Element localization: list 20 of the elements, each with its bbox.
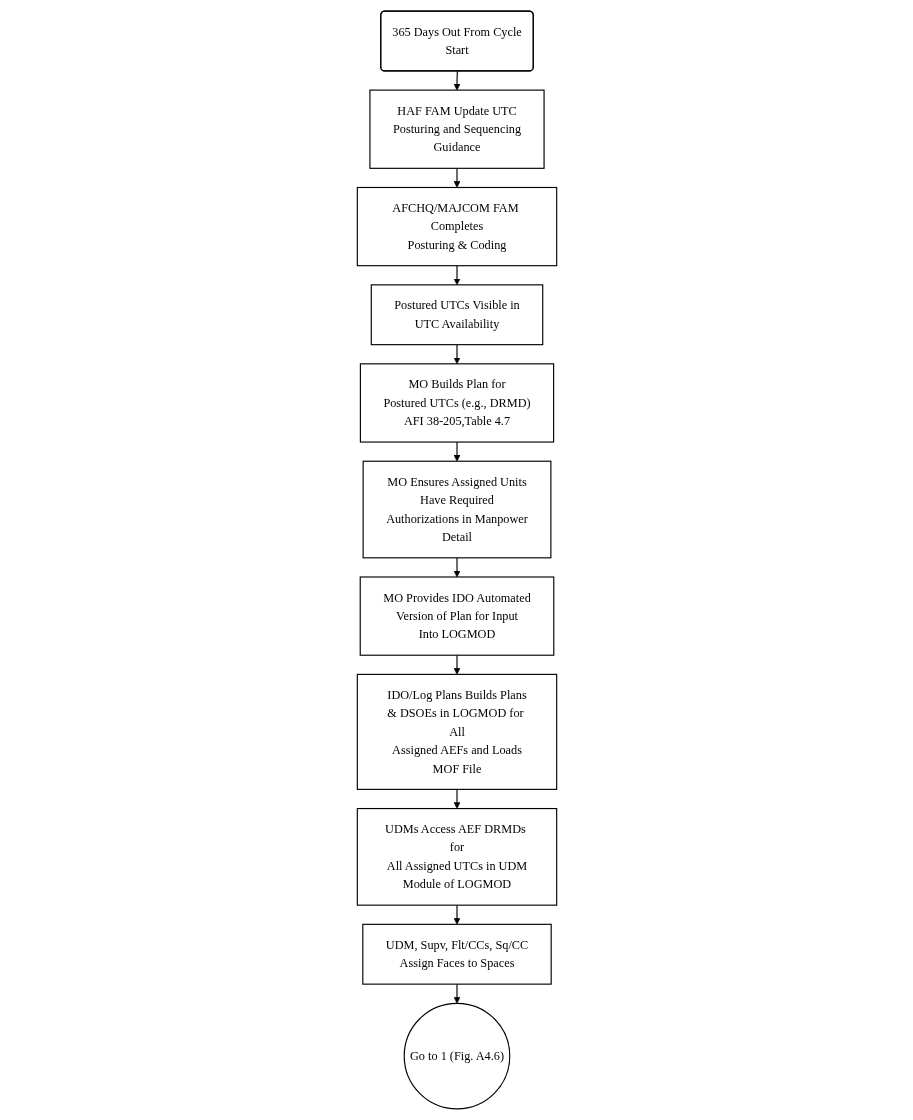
node-box: MO Provides IDO Automated Version of Plan for Input Into LOGMOD: [359, 576, 554, 656]
arrow: [453, 788, 460, 809]
arrow: [453, 441, 460, 462]
node-box: Postured UTCs Visible in UTC Availability: [370, 284, 543, 346]
node-box: HAF FAM Update UTC Posturing and Sequencing Guidance: [368, 89, 545, 169]
node-box: AFCHQ/MAJCOM FAM Completes Posturing & Coding: [356, 186, 557, 267]
arrow: [453, 344, 460, 365]
arrow: [453, 654, 460, 675]
node-box: IDO/Log Plans Builds Plans & DSOEs in LOGMOD for All Assigned AEFs and Loads MOF File: [356, 673, 557, 790]
arrow: [453, 167, 460, 188]
arrow: [453, 265, 460, 286]
node-box: MO Builds Plan for Postured UTCs (e.g., DRMD) AFI 38-205,Table 4.7: [359, 363, 554, 443]
arrow: [453, 904, 460, 925]
node-box: MO Ensures Assigned Units Have Required Authorizations in Manpower Detail: [362, 460, 551, 559]
node-box: UDMs Access AEF DRMDs for All Assigned UTCs in UDM Module of LOGMOD: [356, 807, 557, 906]
arrow: [453, 557, 460, 578]
node-circle: Go to 1 (Fig. A4.6): [403, 1002, 510, 1110]
arrow: [453, 983, 460, 1004]
arrow: [453, 70, 460, 91]
node-box: UDM, Supv, Flt/CCs, Sq/CC Assign Faces to Spaces: [361, 923, 552, 985]
